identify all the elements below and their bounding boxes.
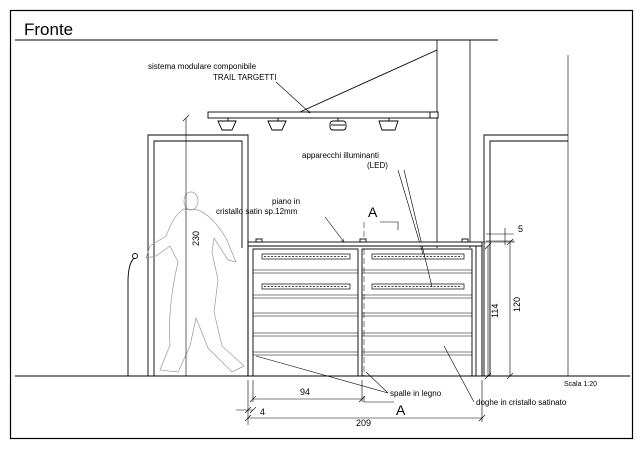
label-trail-line1: sistema modulare componibile [148, 62, 257, 71]
bollard [127, 253, 138, 376]
trail-track [207, 49, 439, 119]
dim-label-120: 120 [512, 297, 522, 312]
spotlight-1-icon [217, 118, 237, 131]
dim-5 [486, 228, 514, 245]
dim-4 [236, 380, 257, 425]
label-lights-line1: apparecchi illuminanti [302, 151, 379, 160]
label-lights-line2: (LED) [367, 161, 388, 170]
scale-label: Scala 1:20 [564, 381, 597, 388]
spotlight-4-icon [378, 118, 399, 131]
human-figure [145, 191, 245, 373]
dim-label-114: 114 [490, 304, 500, 318]
label-glass-line1: piano in [272, 197, 300, 206]
dim-label-230: 230 [191, 231, 201, 246]
label-trail-line2: TRAIL TARGETTI [213, 73, 276, 82]
dim-114 [484, 242, 492, 380]
dim-120 [482, 238, 515, 380]
leader-doghe [443, 345, 475, 403]
leader-spalle-1 [255, 355, 389, 394]
dim-label-94: 94 [300, 387, 310, 397]
spotlight-3-icon [329, 118, 347, 131]
dim-209 [244, 380, 486, 422]
leader-lights-2 [403, 169, 433, 288]
label-spalle: spalle in legno [390, 389, 442, 398]
label-doghe: doghe in cristallo satinato [476, 398, 567, 407]
glass-slats [253, 269, 472, 356]
counter-body [247, 245, 483, 377]
dim-94 [249, 380, 366, 403]
dim-label-209: 209 [356, 418, 371, 428]
leader-lights-1 [397, 169, 424, 255]
leader-spalle-2 [365, 371, 389, 394]
dim-label-4: 4 [260, 407, 265, 417]
title: Fronte [24, 20, 73, 39]
label-glass-line2: cristallo satin sp.12mm [216, 207, 298, 216]
column [436, 40, 471, 248]
sheet-border [9, 9, 634, 440]
glass-top [247, 238, 483, 247]
section-mark-top: A [368, 204, 378, 220]
section-mark-bottom: A [396, 402, 406, 418]
dim-label-5: 5 [518, 224, 523, 234]
section-line-top [380, 221, 399, 230]
dim-230 [182, 114, 190, 376]
spotlight-2-icon [267, 118, 287, 131]
led-strips [261, 253, 465, 290]
section-line-bottom [363, 396, 394, 403]
right-door-frame [483, 134, 568, 376]
leader-trail [275, 81, 310, 113]
leader-glass [324, 216, 344, 242]
